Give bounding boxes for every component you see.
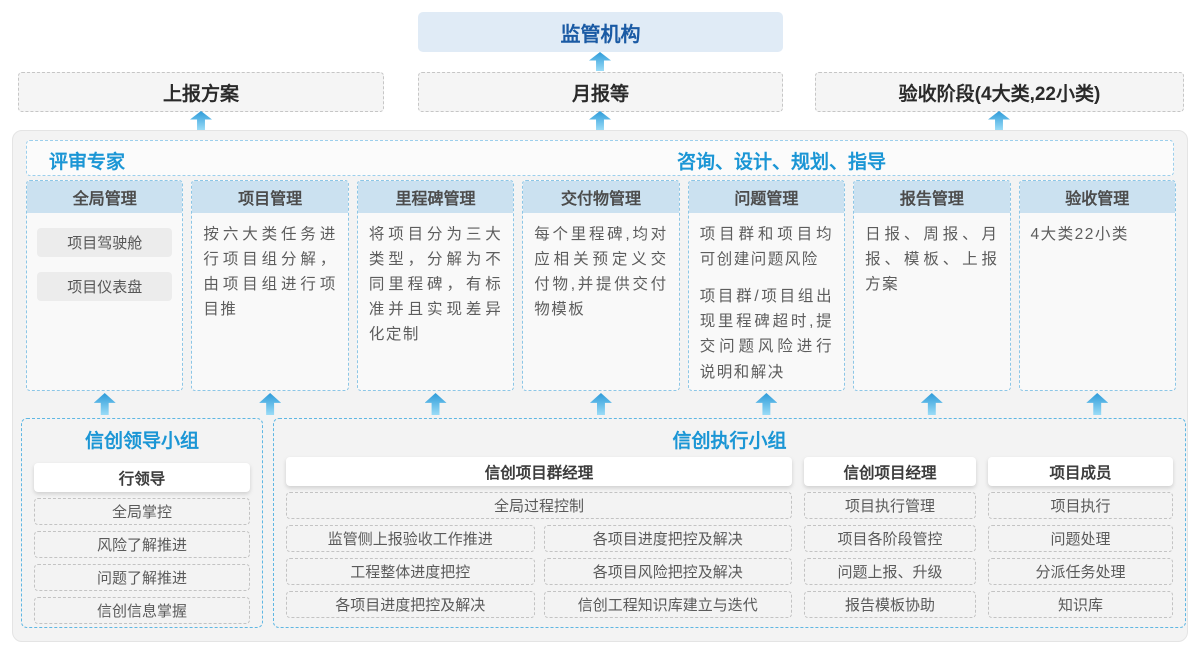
regulator-box: 监管机构 <box>418 12 783 52</box>
duty-item: 信创工程知识库建立与迭代 <box>543 591 792 618</box>
management-panel: 评审专家 咨询、设计、规划、指导 全局管理 项目驾驶舱 项目仪表盘 项目管理 按… <box>12 130 1188 642</box>
column-title: 项目管理 <box>192 181 348 213</box>
panel-header: 评审专家 咨询、设计、规划、指导 <box>26 140 1174 176</box>
program-manager-column: 信创项目群经理 全局过程控制 监管侧上报验收工作推进 各项目进度把控及解决 工程… <box>286 457 792 618</box>
role-bank-leaders: 行领导 <box>34 463 250 492</box>
column-acceptance-management: 验收管理 4大类22小类 <box>1018 180 1176 391</box>
report-box-monthly: 月报等 <box>418 72 783 112</box>
duty-item: 监管侧上报验收工作推进 <box>286 525 535 552</box>
duty-item: 分派任务处理 <box>988 558 1173 585</box>
duty-item: 全局过程控制 <box>286 492 792 519</box>
column-description: 日报、周报、月报、模板、上报方案 <box>865 226 999 294</box>
duty-item: 各项目风险把控及解决 <box>543 558 792 585</box>
column-global-management: 全局管理 项目驾驶舱 项目仪表盘 <box>26 180 184 391</box>
duty-item: 项目执行 <box>988 492 1173 519</box>
column-title: 交付物管理 <box>523 181 679 213</box>
column-title: 报告管理 <box>854 181 1010 213</box>
report-box-acceptance: 验收阶段(4大类,22小类) <box>815 72 1184 112</box>
column-report-management: 报告管理 日报、周报、月报、模板、上报方案 <box>853 180 1011 391</box>
management-columns: 全局管理 项目驾驶舱 项目仪表盘 项目管理 按六大类任务进行项目组分解，由项目组… <box>26 180 1176 391</box>
duty-item: 项目各阶段管控 <box>804 525 976 552</box>
leadership-group: 信创领导小组 行领导 全局掌控 风险了解推进 问题了解推进 信创信息掌握 <box>21 418 263 628</box>
pill-cockpit: 项目驾驶舱 <box>37 228 173 257</box>
guidance-title: 咨询、设计、规划、指导 <box>677 152 887 173</box>
column-title: 问题管理 <box>688 181 845 213</box>
leadership-group-title: 信创领导小组 <box>84 431 199 452</box>
up-arrow-icon <box>589 52 611 71</box>
up-arrow-icon <box>589 111 611 130</box>
duty-item: 信创信息掌握 <box>34 597 250 624</box>
issue-paragraph-2: 项目群/项目组出现里程碑超时,提交问题风险进行说明和解决 <box>699 288 834 381</box>
execution-group: 信创执行小组 信创项目群经理 全局过程控制 监管侧上报验收工作推进 各项目进度把… <box>273 418 1186 628</box>
up-arrow-icon <box>755 393 778 415</box>
column-milestone-management: 里程碑管理 将项目分为三大类型，分解为不同里程碑，有标准并且实现差异化定制 <box>356 180 515 391</box>
up-arrow-icon <box>93 393 116 415</box>
column-title: 里程碑管理 <box>357 181 514 213</box>
column-title: 验收管理 <box>1019 181 1175 213</box>
duty-item: 各项目进度把控及解决 <box>286 591 535 618</box>
up-arrow-icon <box>1086 393 1109 415</box>
duty-item: 问题上报、升级 <box>804 558 976 585</box>
up-arrow-icon <box>920 393 943 415</box>
duty-item: 报告模板协助 <box>804 591 976 618</box>
column-description: 项目群和项目均可创建问题风险 项目群/项目组出现里程碑超时,提交问题风险进行说明… <box>689 213 844 390</box>
up-arrow-icon <box>988 111 1010 130</box>
duty-item: 项目执行管理 <box>804 492 976 519</box>
duty-item: 知识库 <box>988 591 1173 618</box>
column-description: 每个里程碑,均对应相关预定义交付物,并提供交付物模板 <box>534 226 668 319</box>
duty-item: 各项目进度把控及解决 <box>543 525 792 552</box>
report-box-plan: 上报方案 <box>18 72 384 112</box>
experts-title: 评审专家 <box>49 152 126 173</box>
column-description: 按六大类任务进行项目组分解，由项目组进行项目推 <box>203 226 337 319</box>
project-manager-column: 信创项目经理 项目执行管理 项目各阶段管控 问题上报、升级 报告模板协助 <box>804 457 976 618</box>
role-project-member: 项目成员 <box>988 457 1173 486</box>
duty-item: 工程整体进度把控 <box>286 558 535 585</box>
column-deliverable-management: 交付物管理 每个里程碑,均对应相关预定义交付物,并提供交付物模板 <box>522 180 680 391</box>
arrow-row <box>26 393 1176 415</box>
duty-item: 风险了解推进 <box>34 531 250 558</box>
duty-item: 问题处理 <box>988 525 1173 552</box>
column-description: 4大类22小类 <box>1030 226 1129 243</box>
pill-dashboard: 项目仪表盘 <box>37 272 173 301</box>
role-program-manager: 信创项目群经理 <box>286 457 792 486</box>
up-arrow-icon <box>589 393 612 415</box>
column-issue-management: 问题管理 项目群和项目均可创建问题风险 项目群/项目组出现里程碑超时,提交问题风… <box>687 180 846 391</box>
duty-item: 问题了解推进 <box>34 564 250 591</box>
role-project-manager: 信创项目经理 <box>804 457 976 486</box>
duty-item: 全局掌控 <box>34 498 250 525</box>
column-project-management: 项目管理 按六大类任务进行项目组分解，由项目组进行项目推 <box>191 180 349 391</box>
up-arrow-icon <box>259 393 282 415</box>
up-arrow-icon <box>190 111 212 130</box>
execution-group-title: 信创执行小组 <box>672 431 787 452</box>
up-arrow-icon <box>424 393 447 415</box>
project-member-column: 项目成员 项目执行 问题处理 分派任务处理 知识库 <box>988 457 1173 618</box>
issue-paragraph-1: 项目群和项目均可创建问题风险 <box>699 226 834 269</box>
column-description: 将项目分为三大类型，分解为不同里程碑，有标准并且实现差异化定制 <box>368 226 503 344</box>
column-title: 全局管理 <box>27 181 183 213</box>
